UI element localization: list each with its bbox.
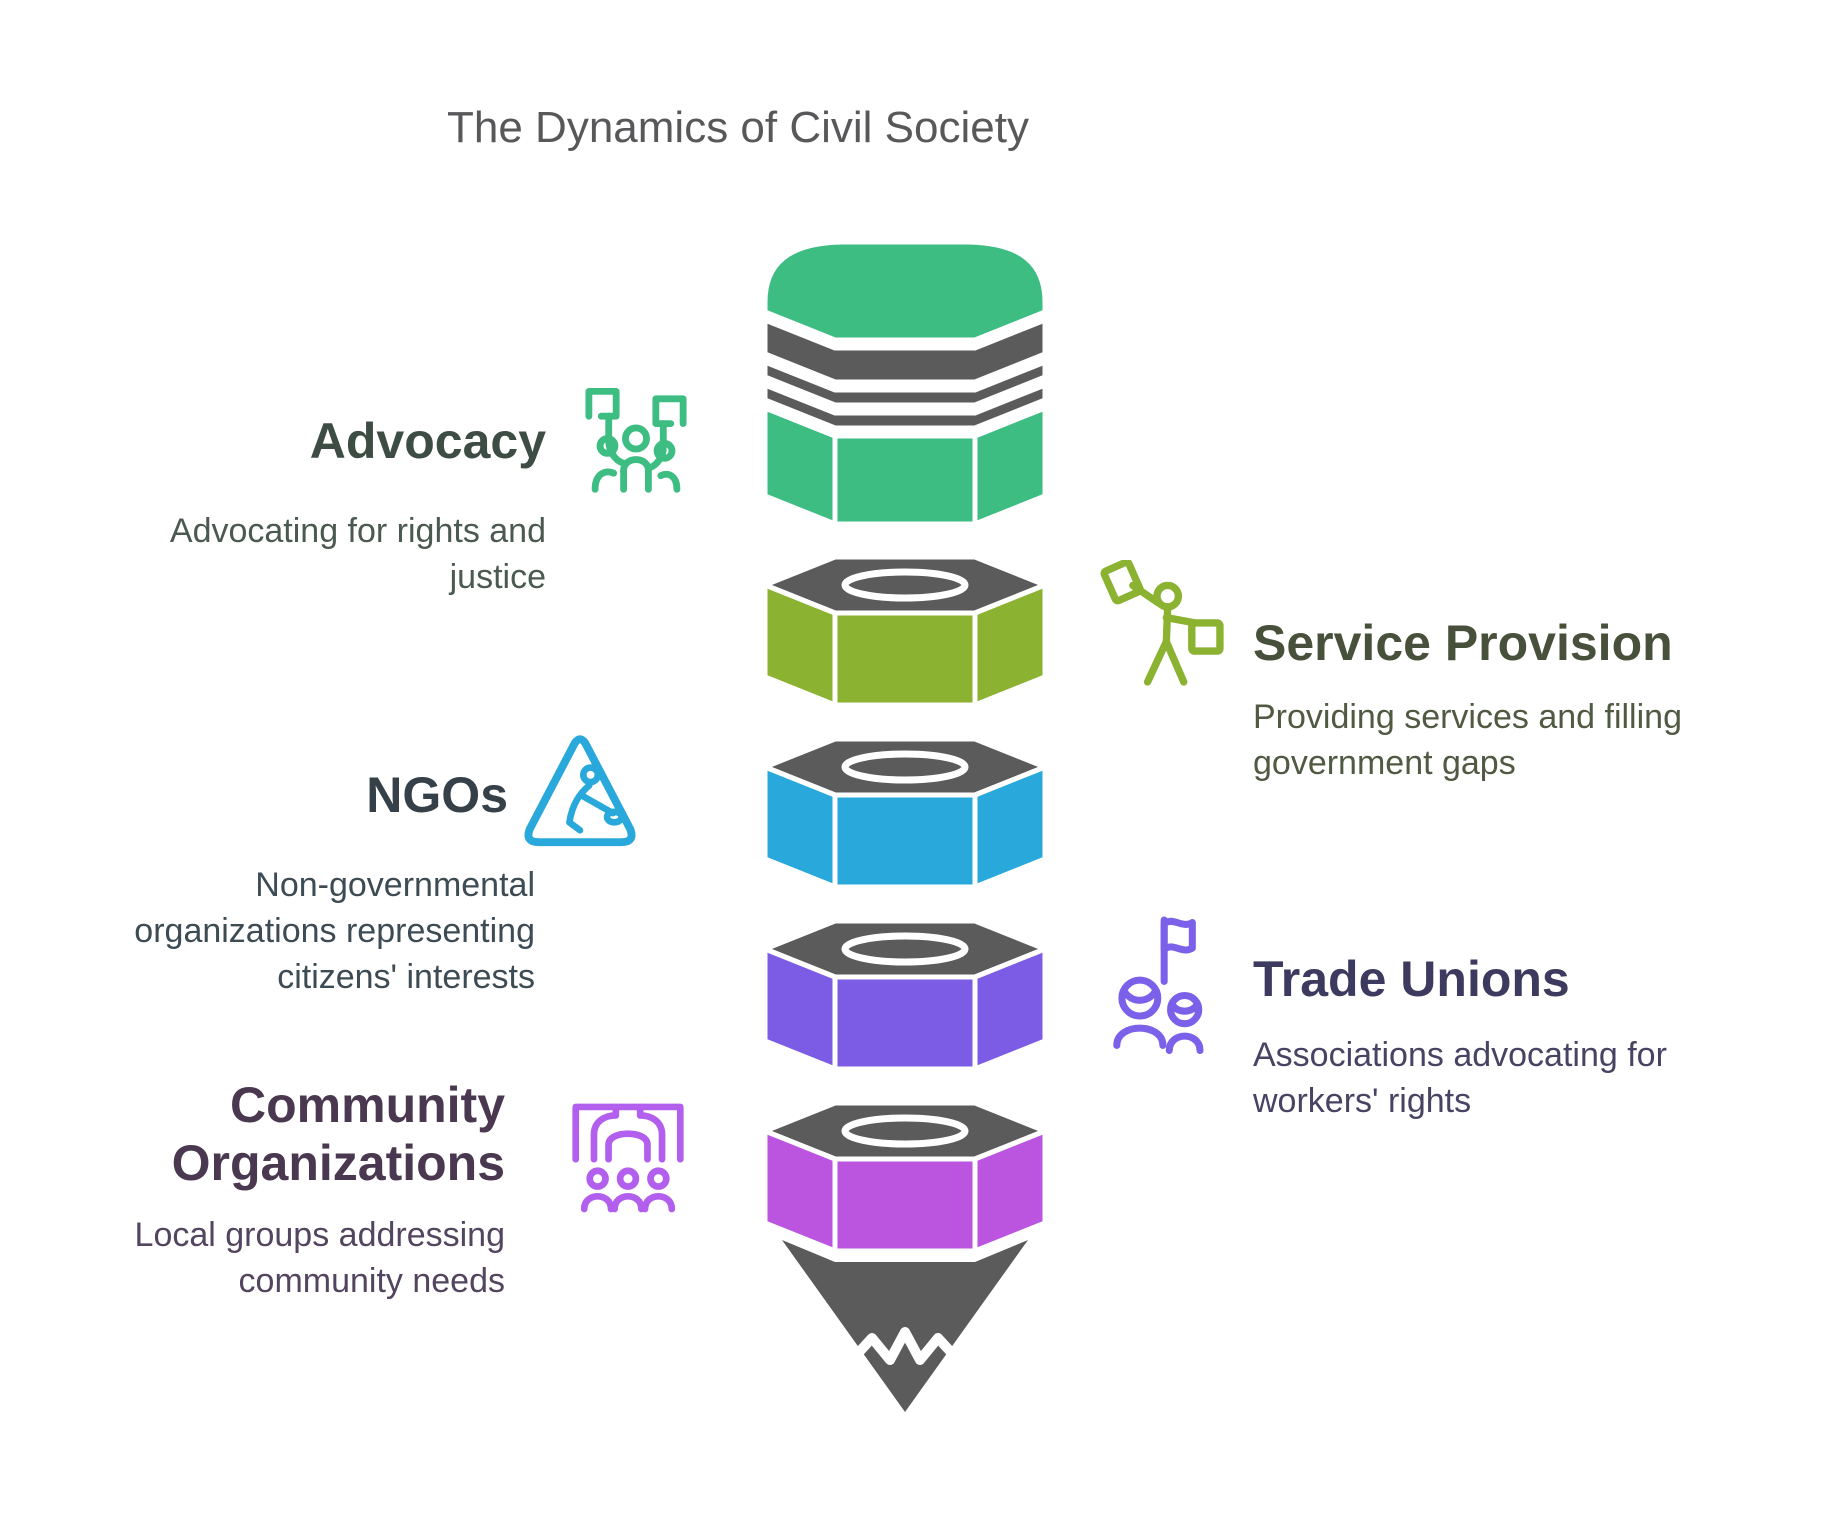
item-service-provision-description-block: Providing services and filling governmen… — [1253, 694, 1743, 786]
item-community-organizations-description: Local groups addressing community needs — [134, 1216, 505, 1300]
segment-community-body — [762, 1127, 1048, 1255]
item-trade-unions-description-block: Associations advocating for workers' rig… — [1253, 1032, 1743, 1124]
item-ngos: NGOs — [80, 766, 508, 824]
item-advocacy: Advocacy — [80, 412, 546, 470]
construction-sign-icon — [514, 726, 646, 858]
item-service-provision: Service Provision — [1253, 614, 1753, 672]
segment-service-ring — [841, 568, 969, 602]
eraser-dome — [762, 239, 1048, 343]
pencil-tip — [782, 1240, 1028, 1412]
segment-trade-ring — [841, 932, 969, 966]
pencil-ferrule-bands — [762, 316, 1048, 431]
segment-community-ring — [841, 1114, 969, 1148]
eraser-facet-center — [832, 433, 978, 527]
person-delivering-boxes-icon — [1098, 560, 1232, 694]
item-advocacy-description: Advocating for rights and justice — [169, 512, 546, 596]
ferrule-band-thick — [762, 316, 1048, 385]
item-advocacy-label: Advocacy — [309, 413, 546, 469]
item-community-organizations-description-block: Local groups addressing community needs — [60, 1212, 505, 1304]
item-ngos-label: NGOs — [366, 767, 508, 823]
ferrule-band-thin-1 — [762, 358, 1048, 408]
pencil-tip-cone — [782, 1240, 1028, 1412]
item-service-provision-description: Providing services and filling governmen… — [1253, 698, 1682, 782]
item-ngos-description-block: Non-governmental organizations represent… — [80, 862, 535, 1000]
pencil-eraser-segment — [762, 239, 1048, 528]
ferrule-band-thin-2 — [762, 381, 1048, 431]
item-trade-unions-label: Trade Unions — [1253, 951, 1570, 1007]
item-service-provision-label: Service Provision — [1253, 615, 1673, 671]
item-trade-unions: Trade Unions — [1253, 950, 1753, 1008]
item-advocacy-description-block: Advocating for rights and justice — [80, 508, 546, 600]
workers-with-flag-icon — [1104, 912, 1232, 1056]
segment-service-body — [762, 581, 1048, 709]
eraser-facet-right — [972, 404, 1048, 528]
item-ngos-description: Non-governmental organizations represent… — [134, 866, 535, 996]
pencil-tip-break — [845, 1327, 965, 1367]
segment-trade-body — [762, 945, 1048, 1073]
page-title: The Dynamics of Civil Society — [447, 103, 1029, 152]
item-trade-unions-description: Associations advocating for workers' rig… — [1253, 1036, 1667, 1120]
item-community-organizations: Community Organizations — [60, 1076, 505, 1192]
protest-crowd-icon — [574, 374, 698, 498]
segment-ngos-body — [762, 763, 1048, 891]
community-gathering-icon — [566, 1096, 690, 1220]
item-community-organizations-label: Community Organizations — [171, 1077, 505, 1191]
segment-ngos-ring — [841, 750, 969, 784]
